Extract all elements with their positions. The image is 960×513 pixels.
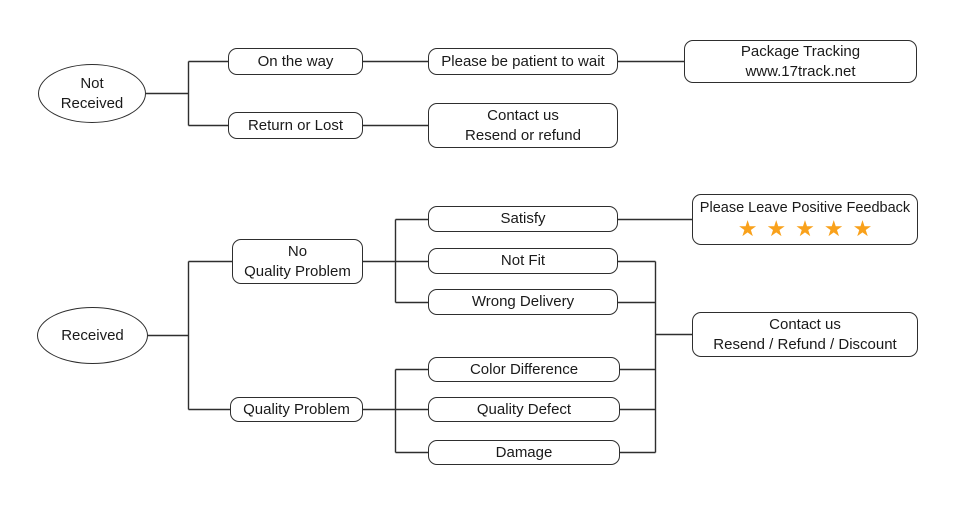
node-received: Received	[37, 307, 148, 364]
node-wrong-delivery-label: Wrong Delivery	[471, 293, 575, 311]
node-quality-problem: Quality Problem	[230, 397, 363, 422]
connector-path	[146, 60, 692, 454]
node-contact-resend-refund-line2: Resend or refund	[465, 126, 581, 144]
node-on-the-way-label: On the way	[257, 52, 334, 70]
node-positive-feedback-label: Please Leave Positive Feedback	[699, 199, 911, 216]
node-not-received-line2: Received	[60, 94, 124, 112]
node-damage: Damage	[428, 440, 620, 465]
node-no-quality-problem-line1: No	[287, 242, 308, 260]
node-quality-defect: Quality Defect	[428, 397, 620, 422]
node-package-tracking-line1: Package Tracking	[740, 42, 861, 60]
node-positive-feedback: Please Leave Positive Feedback ★★★★★	[692, 194, 918, 245]
node-return-or-lost-label: Return or Lost	[247, 116, 344, 134]
node-color-difference: Color Difference	[428, 357, 620, 382]
node-color-difference-label: Color Difference	[469, 360, 579, 378]
node-contact-discount-line1: Contact us	[769, 315, 841, 333]
node-quality-defect-label: Quality Defect	[476, 400, 572, 418]
node-quality-problem-label: Quality Problem	[243, 400, 350, 418]
node-package-tracking: Package Tracking www.17track.net	[684, 40, 917, 83]
node-received-label: Received	[61, 326, 124, 344]
node-satisfy: Satisfy	[428, 206, 618, 232]
node-satisfy-label: Satisfy	[500, 210, 546, 228]
node-no-quality-problem-line2: Quality Problem	[244, 262, 351, 280]
node-on-the-way: On the way	[228, 48, 363, 75]
node-contact-resend-refund-line1: Contact us	[487, 106, 559, 124]
node-contact-discount-line2: Resend / Refund / Discount	[713, 335, 897, 353]
node-please-be-patient-label: Please be patient to wait	[441, 52, 605, 70]
node-not-fit-label: Not Fit	[500, 252, 546, 270]
node-wrong-delivery: Wrong Delivery	[428, 289, 618, 315]
package-tracking-url: www.17track.net	[745, 62, 856, 80]
node-return-or-lost: Return or Lost	[228, 112, 363, 139]
five-stars-icon: ★★★★★	[737, 216, 882, 242]
node-contact-resend-refund-discount: Contact us Resend / Refund / Discount	[692, 312, 918, 357]
node-not-received: Not Received	[38, 64, 146, 123]
node-contact-resend-refund: Contact us Resend or refund	[428, 103, 618, 148]
node-not-received-line1: Not	[80, 74, 104, 92]
node-no-quality-problem: No Quality Problem	[232, 239, 363, 284]
node-damage-label: Damage	[495, 443, 553, 461]
node-please-be-patient: Please be patient to wait	[428, 48, 618, 75]
node-not-fit: Not Fit	[428, 248, 618, 274]
